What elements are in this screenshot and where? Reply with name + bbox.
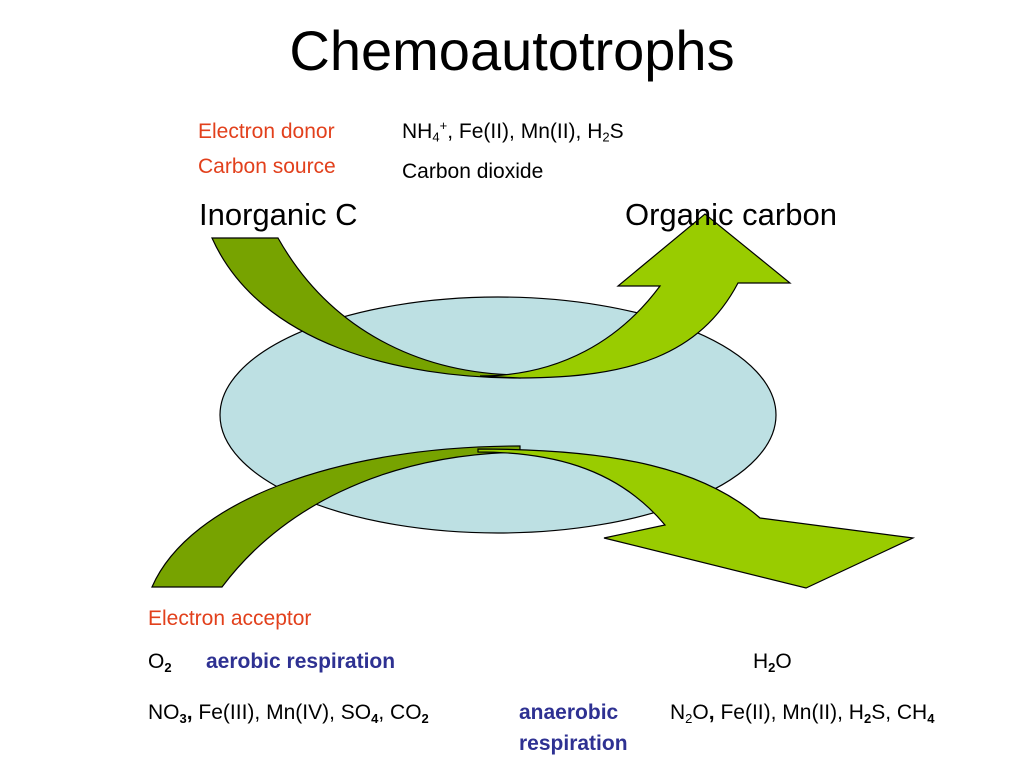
anaerobic-label-line2: respiration [519,732,628,755]
inorganic-carbon-label: Inorganic C [199,197,358,232]
organic-carbon-label: Organic carbon [625,197,837,232]
electron-donor-value: NH4+, Fe(II), Mn(II), H2S [402,118,624,145]
anaerobic-acceptors-label: NO3, Fe(III), Mn(IV), SO4, CO2 [148,701,429,726]
electron-acceptor-label: Electron acceptor [148,607,312,630]
reduced-product-outflow-arrow [477,448,916,589]
electron-acceptor-inflow-arrow [151,445,521,588]
anaerobic-label-line1: anaerobic [519,701,619,724]
aerobic-respiration-label: aerobic respiration [206,650,396,673]
carbon-source-value: Carbon dioxide [402,160,544,183]
o2-label: O2 [148,650,172,675]
carbon-source-label: Carbon source [198,155,336,178]
electron-donor-label: Electron donor [198,120,335,143]
h2o-label: H2O [753,650,792,675]
organic-carbon-outflow-arrow [479,213,792,379]
page-title: Chemoautotrophs [289,19,735,82]
anaerobic-products-label: N2O, Fe(II), Mn(II), H2S, CH4 [670,701,935,726]
